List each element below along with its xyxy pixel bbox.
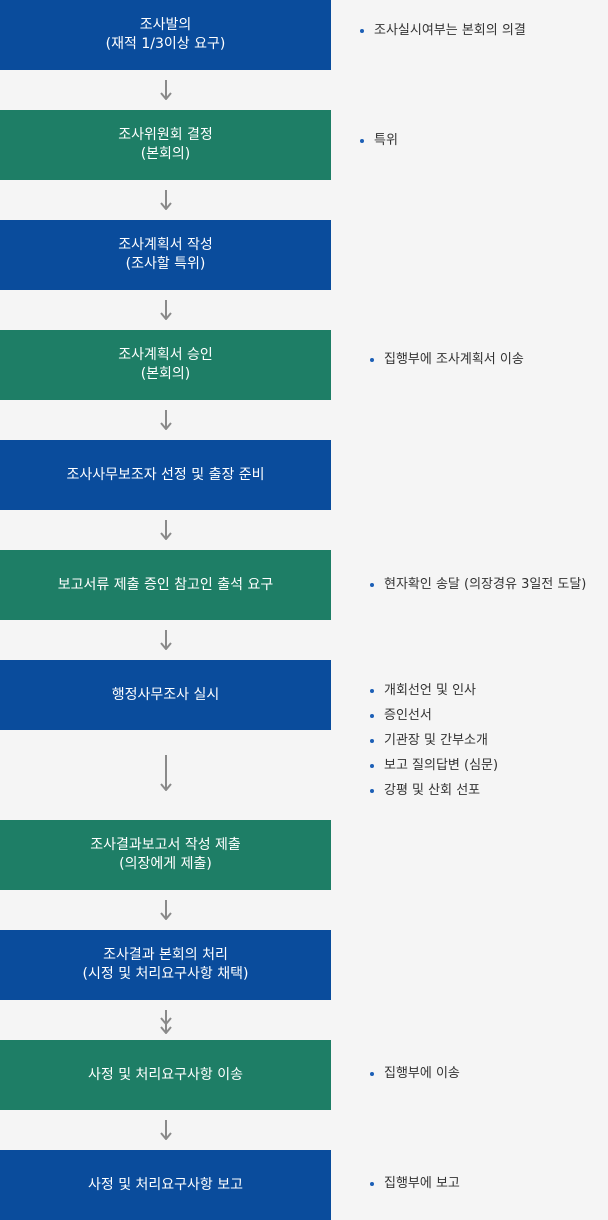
note-item: 집행부에 이송: [370, 1061, 460, 1086]
step-2-line-1: 조사위원회 결정: [118, 127, 213, 143]
step-6-box: 보고서류 제출 증인 참고인 출석 요구: [0, 550, 331, 620]
step-1-line-1: 조사발의: [139, 17, 192, 33]
step-2-box: 조사위원회 결정 (본회의): [0, 110, 331, 180]
step-2-line-2: (본회의): [140, 146, 191, 162]
step-3-line-1: 조사계획서 작성: [118, 237, 213, 253]
step-11-line-1: 사정 및 처리요구사항 보고: [87, 1176, 244, 1193]
step-10-line-1: 사정 및 처리요구사항 이송: [87, 1066, 244, 1083]
step-1-notes: 조사실시여부는 본회의 의결: [360, 18, 526, 43]
arrow-down-double-icon: [160, 1010, 172, 1034]
arrow-down-icon: [160, 190, 172, 210]
note-item: 강평 및 산회 선포: [370, 778, 498, 803]
step-3-box: 조사계획서 작성 (조사할 특위): [0, 220, 331, 290]
step-6-line-1: 보고서류 제출 증인 참고인 출석 요구: [57, 576, 274, 593]
step-7-line-1: 행정사무조사 실시: [111, 686, 220, 703]
step-9-box: 조사결과 본회의 처리 (시정 및 처리요구사항 채택): [0, 930, 331, 1000]
note-item: 특위: [360, 128, 398, 153]
arrow-down-long-icon: [160, 755, 172, 791]
step-9-line-2: (시정 및 처리요구사항 채택): [82, 966, 249, 982]
arrow-down-icon: [160, 630, 172, 650]
note-item: 집행부에 조사계획서 이송: [370, 347, 524, 372]
step-5-line-1: 조사사무보조자 선정 및 출장 준비: [66, 466, 265, 483]
step-4-notes: 집행부에 조사계획서 이송: [370, 347, 524, 372]
step-4-box: 조사계획서 승인 (본회의): [0, 330, 331, 400]
step-8-line-2: (의장에게 제출): [119, 856, 212, 872]
step-10-box: 사정 및 처리요구사항 이송: [0, 1040, 331, 1110]
step-4-line-1: 조사계획서 승인: [118, 347, 213, 363]
step-3-line-2: (조사할 특위): [125, 256, 206, 272]
arrow-down-icon: [160, 300, 172, 320]
note-item: 개회선언 및 인사: [370, 678, 498, 703]
note-item: 기관장 및 간부소개: [370, 728, 498, 753]
step-6-notes: 현자확인 송달 (의장경유 3일전 도달): [370, 572, 586, 597]
step-2-notes: 특위: [360, 128, 398, 153]
step-11-box: 사정 및 처리요구사항 보고: [0, 1150, 331, 1220]
arrow-down-icon: [160, 1120, 172, 1140]
note-item: 보고 질의답변 (심문): [370, 753, 498, 778]
step-10-notes: 집행부에 이송: [370, 1061, 460, 1086]
step-11-notes: 집행부에 보고: [370, 1171, 460, 1196]
step-7-box: 행정사무조사 실시: [0, 660, 331, 730]
arrow-down-icon: [160, 410, 172, 430]
note-item: 조사실시여부는 본회의 의결: [360, 18, 526, 43]
arrow-down-icon: [160, 80, 172, 100]
note-item: 증인선서: [370, 703, 498, 728]
note-item: 현자확인 송달 (의장경유 3일전 도달): [370, 572, 586, 597]
step-1-line-2: (재적 1/3이상 요구): [105, 36, 226, 52]
step-5-box: 조사사무보조자 선정 및 출장 준비: [0, 440, 331, 510]
step-7-notes: 개회선언 및 인사 증인선서 기관장 및 간부소개 보고 질의답변 (심문) 강…: [370, 678, 498, 803]
step-9-line-1: 조사결과 본회의 처리: [103, 947, 228, 963]
step-8-box: 조사결과보고서 작성 제출 (의장에게 제출): [0, 820, 331, 890]
arrow-down-icon: [160, 520, 172, 540]
step-1-box: 조사발의 (재적 1/3이상 요구): [0, 0, 331, 70]
step-4-line-2: (본회의): [140, 366, 191, 382]
note-item: 집행부에 보고: [370, 1171, 460, 1196]
step-8-line-1: 조사결과보고서 작성 제출: [90, 837, 241, 853]
arrow-down-icon: [160, 900, 172, 920]
